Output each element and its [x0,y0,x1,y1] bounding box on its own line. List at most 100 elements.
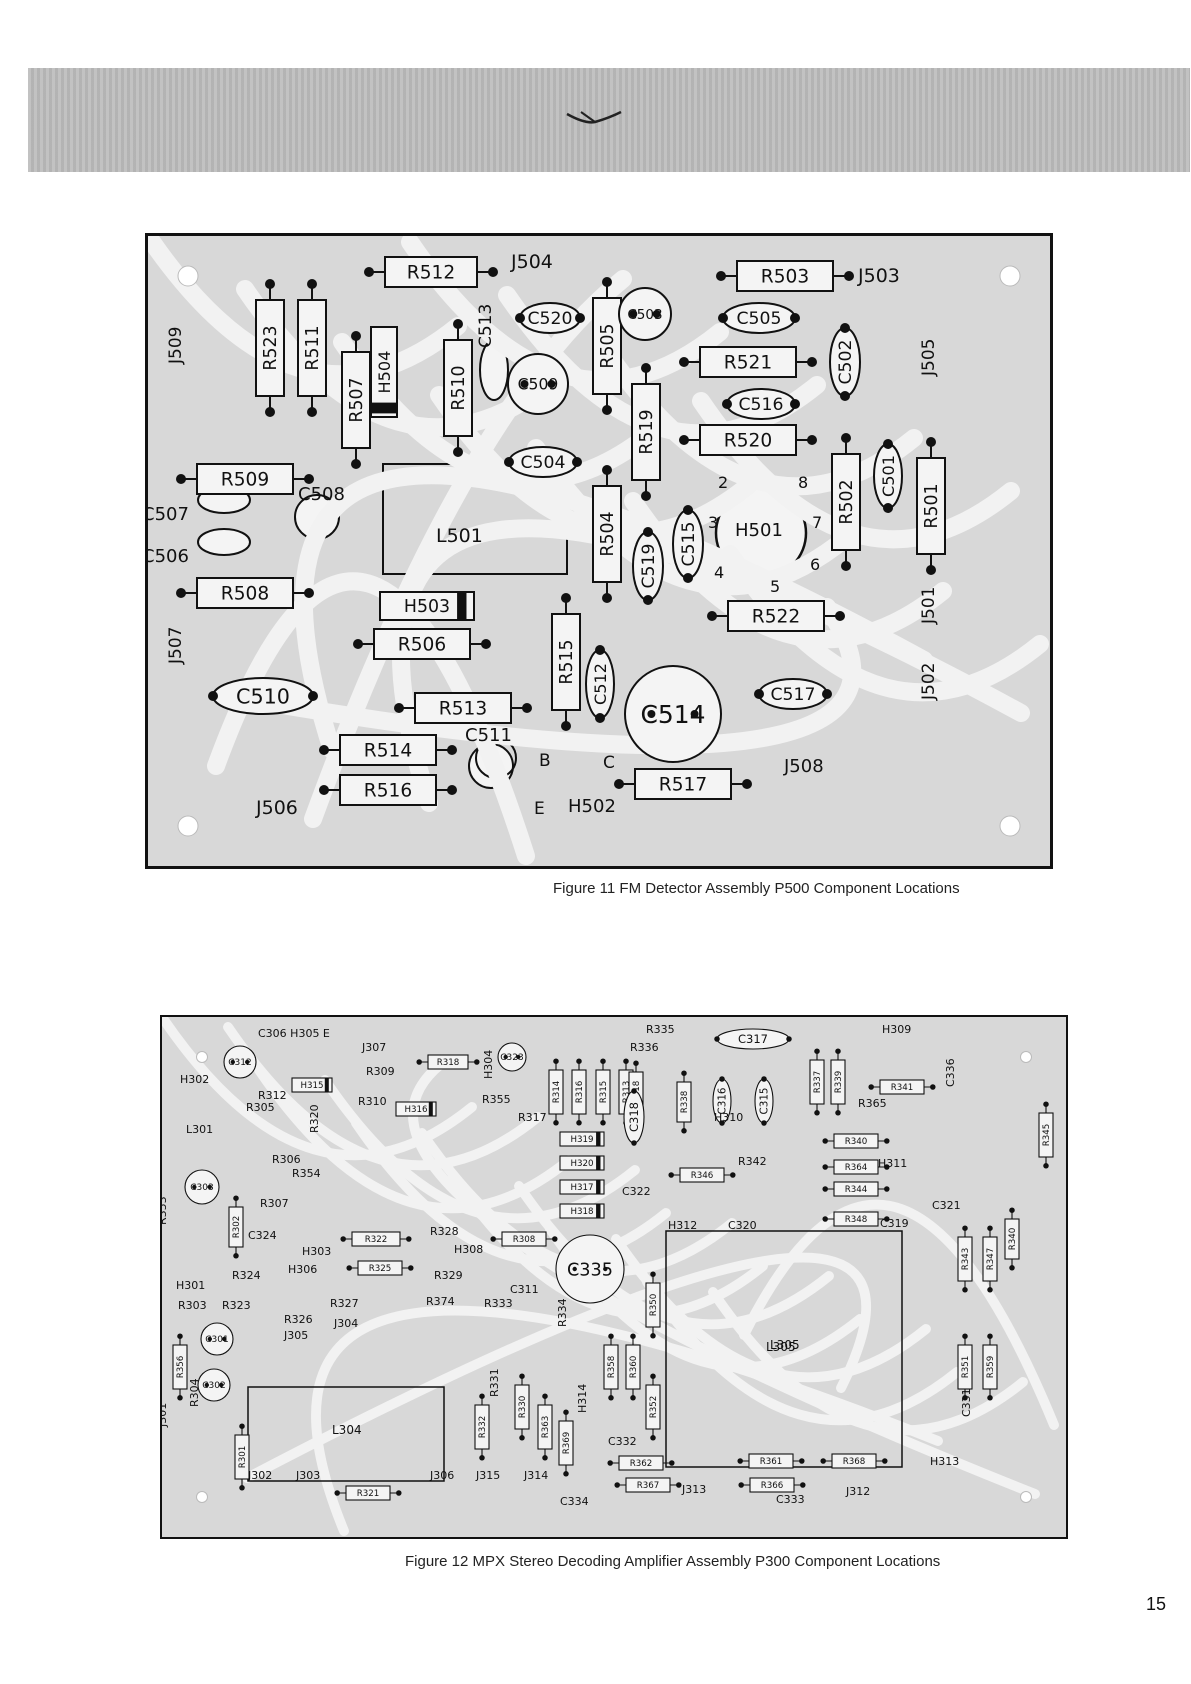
solder-pad [319,785,329,795]
resistor: R316 [571,1058,587,1126]
resistor-body [625,1344,641,1390]
solder-pad [679,357,689,367]
component-label: C336 [944,1058,957,1087]
capacitor-label: C503 [627,307,662,323]
resistor: R338 [676,1070,692,1134]
capacitor-label: C516 [739,395,784,415]
component-label: R310 [358,1095,387,1108]
solder-pad [239,1485,245,1491]
resistor-body [537,1404,553,1450]
resistor: R318 [416,1054,480,1070]
resistor-body [699,346,797,378]
resistor-body [514,1384,530,1430]
component-label: H501 [735,520,783,541]
diode-body [559,1179,605,1195]
solder-pad [519,1373,525,1379]
capacitor-body [507,353,569,415]
solder-pad [761,1120,767,1126]
solder-pad [650,1271,656,1277]
component-label: 6 [810,555,820,574]
solder-pad [630,1333,636,1339]
trace-layer [162,1017,1059,1536]
resistor-label: R344 [845,1185,868,1195]
resistor: R369 [558,1409,574,1477]
resistor-body [196,577,294,609]
component-label: R307 [260,1197,289,1210]
resistor-label: R325 [369,1264,392,1274]
film-capacitor: C517 [754,678,832,710]
solder-pad [520,380,529,388]
solder-pad [790,313,800,323]
solder-pad [641,491,651,501]
resistor-body [373,628,471,660]
solder-pad [835,1110,841,1116]
component-label: R329 [434,1269,463,1282]
solder-pad [481,639,491,649]
component-label: R309 [366,1065,395,1078]
component-label: H310 [714,1111,743,1124]
solder-pad [641,363,651,373]
component-label: J502 [919,663,939,701]
solder-pad [987,1395,993,1401]
resistor: R348 [822,1211,890,1227]
resistor: R510 [443,319,473,457]
component-label: R355 [482,1093,511,1106]
resistor: R364 [822,1159,890,1175]
resistor-label: R332 [478,1416,488,1439]
solder-pad [722,399,732,409]
resistor-body [551,613,581,711]
component-label: H304 [482,1050,495,1079]
resistor: R523 [255,279,285,417]
component-label: C506 [148,546,189,567]
solder-pad [822,1216,828,1222]
resistor-label: R513 [439,699,487,720]
solder-pad [177,1333,183,1339]
resistor: R368 [820,1453,888,1469]
capacitor-label: C323 [500,1053,523,1063]
solder-pad [650,1333,656,1339]
film-capacitor: C502 [829,323,861,401]
diode-band [596,1204,601,1218]
solder-pad [730,1172,736,1178]
film-capacitor: C516 [722,388,800,420]
solder-pad [602,465,612,475]
resistor-body [809,1059,825,1105]
resistor-label: R339 [834,1071,844,1094]
resistor-body [833,1211,879,1227]
component-label: L501 [436,525,483,547]
solder-pad [742,779,752,789]
resistor: R522 [707,600,845,632]
resistor: R351 [957,1333,973,1401]
solder-pad [683,505,693,515]
resistor-body [830,1059,846,1105]
resistor-label: R509 [221,470,269,491]
solder-pad [265,407,275,417]
diode-band [324,1078,329,1092]
component-label: 4 [714,563,724,582]
solder-pad [643,527,653,537]
component-label: R324 [232,1269,261,1282]
resistor: R352 [645,1373,661,1441]
diode-body [559,1131,605,1147]
solder-pad [595,645,605,655]
resistor-body [297,299,327,397]
solder-pad [490,1236,496,1242]
component-label: R326 [284,1313,313,1326]
resistor-label: R315 [599,1081,609,1104]
component-label: R354 [292,1167,321,1180]
resistor-label: R505 [598,323,618,368]
resistor-body [255,299,285,397]
diode-label: H504 [375,351,394,394]
solder-pad [822,1186,828,1192]
solder-pad [840,323,850,333]
component-label: 5 [770,577,780,596]
resistor-label: R321 [357,1489,380,1499]
resistor-label: R511 [303,325,323,370]
solder-pad [786,1036,792,1042]
component-label: C508 [298,484,345,505]
component-label: 3 [708,513,718,532]
copper-trace [708,1287,1028,1436]
capacitor-body [223,1045,257,1079]
solder-pad [553,1058,559,1064]
resistor-body [645,1384,661,1430]
